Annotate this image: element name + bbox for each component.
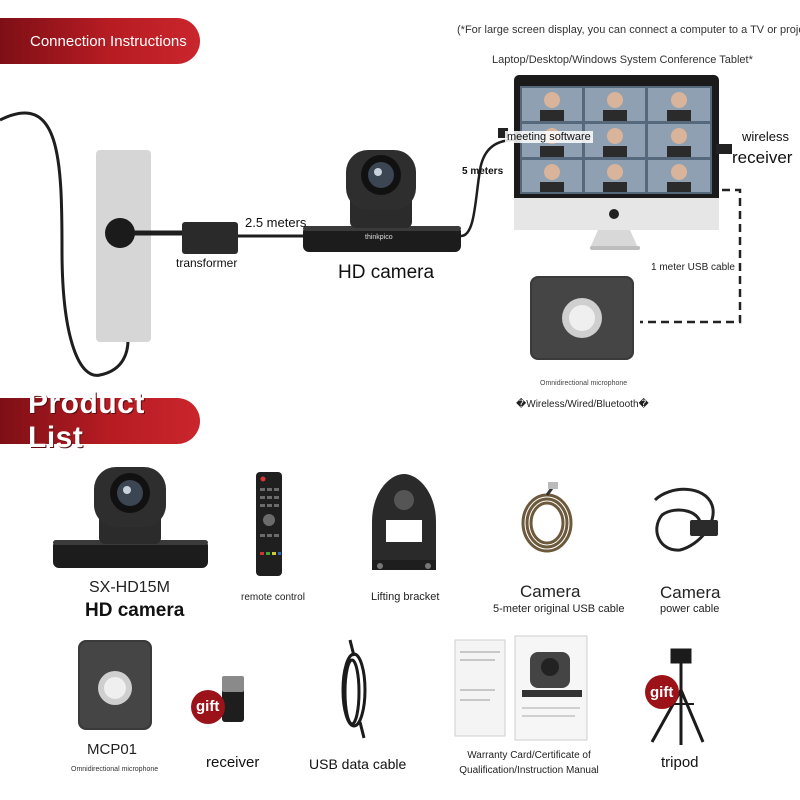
hd-camera-label: HD camera bbox=[338, 262, 435, 283]
product-tripod-name: tripod bbox=[661, 754, 699, 771]
product-microphone-name: Omnidirectional microphone bbox=[71, 766, 159, 773]
camera-brand-label: thinkpico bbox=[365, 234, 393, 241]
product-list-banner: Product List bbox=[0, 387, 200, 454]
product-documents-image bbox=[454, 635, 588, 741]
two-five-meters-label: 2.5 meters bbox=[245, 215, 307, 230]
product-hd-camera-model: SX-HD15M bbox=[89, 579, 170, 596]
display-note-line1: (*For large screen display, you can conn… bbox=[457, 24, 800, 36]
tripod-gift-badge: gift bbox=[650, 684, 674, 701]
power-cord bbox=[0, 111, 130, 377]
product-microphone-model: MCP01 bbox=[87, 741, 138, 758]
transformer-box bbox=[182, 222, 238, 254]
microphone-label: Omnidirectional microphone bbox=[540, 380, 628, 387]
product-usb-data-cable-image bbox=[341, 639, 367, 739]
product-hd-camera-name: HD camera bbox=[85, 600, 185, 621]
product-remote-image bbox=[256, 472, 282, 576]
connection-instructions-banner: Connection Instructions bbox=[0, 18, 200, 64]
product-microphone-image bbox=[78, 640, 152, 730]
usb-cable-label: 1 meter USB cable bbox=[651, 262, 735, 273]
microphone-drawing bbox=[530, 276, 634, 360]
product-usb-cable-title: Camera bbox=[520, 582, 581, 601]
product-power-cable-image bbox=[653, 487, 718, 552]
product-bracket-image bbox=[372, 474, 436, 570]
product-usb-cable-image bbox=[521, 482, 573, 553]
product-remote-name: remote control bbox=[241, 592, 305, 603]
product-receiver-name: receiver bbox=[206, 754, 260, 771]
power-plug bbox=[105, 218, 135, 248]
monitor-drawing bbox=[498, 75, 732, 250]
receiver-label: receiver bbox=[732, 148, 793, 167]
product-power-cable-title: Camera bbox=[660, 583, 721, 602]
product-receiver-image bbox=[191, 676, 244, 724]
product-usb-cable-name: 5-meter original USB cable bbox=[493, 603, 625, 615]
product-power-cable-name: power cable bbox=[660, 603, 720, 615]
microphone-modes-label: �Wireless/Wired/Bluetooth� bbox=[516, 399, 649, 410]
five-meters-label: 5 meters bbox=[462, 166, 504, 177]
product-bracket-name: Lifting bracket bbox=[371, 591, 440, 603]
hd-camera-drawing bbox=[303, 150, 461, 252]
product-usb-data-cable-name: USB data cable bbox=[309, 756, 407, 772]
product-documents-name: Warranty Card/Certificate of Qualificati… bbox=[459, 750, 599, 776]
meeting-software-label: meeting software bbox=[505, 131, 593, 143]
product-hd-camera-image bbox=[53, 467, 208, 568]
tripod-gift-badge-bg bbox=[645, 675, 679, 709]
connection-banner-label: Connection Instructions bbox=[30, 32, 187, 50]
display-note-line2: Laptop/Desktop/Windows System Conference… bbox=[492, 54, 753, 66]
wireless-label: wireless bbox=[742, 129, 789, 144]
receiver-gift-badge: gift bbox=[196, 698, 220, 715]
transformer-label: transformer bbox=[176, 256, 238, 270]
product-list-banner-label: Product List bbox=[28, 387, 145, 454]
